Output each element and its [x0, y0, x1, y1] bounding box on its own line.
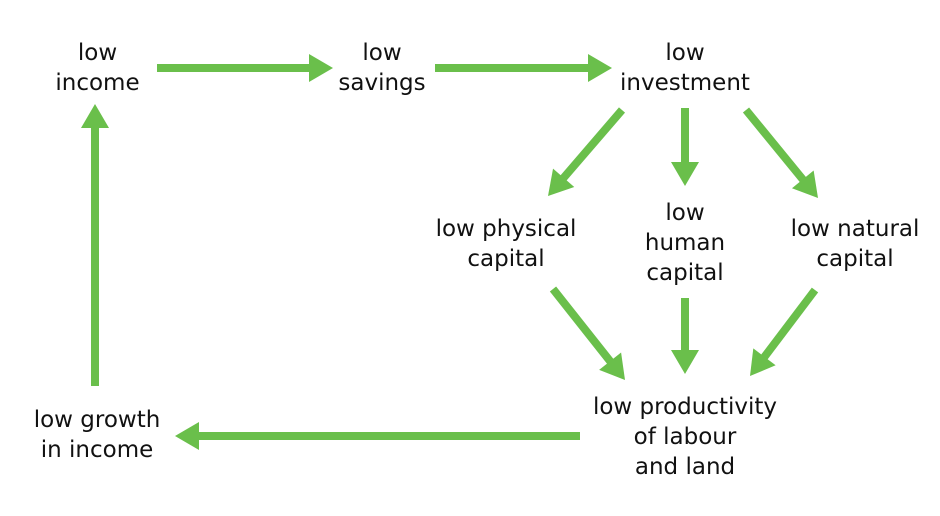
node-low-growth: low growth in income [22, 405, 172, 465]
node-low-human-capital-line-1: low [665, 200, 705, 226]
arrow-head [791, 170, 818, 198]
node-low-physical-capital-line-2: capital [467, 246, 545, 272]
arrow-shaft [760, 287, 819, 361]
node-low-savings: low savings [322, 38, 442, 98]
arrow-head [671, 350, 699, 374]
node-low-physical-capital: low physical capital [421, 214, 591, 274]
arrow-low-investment-to-low-natural-capital [742, 107, 818, 198]
node-low-natural-capital-line-1: low natural [790, 216, 920, 242]
arrow-shaft [559, 107, 626, 182]
arrow-head [548, 168, 575, 196]
arrow-head [588, 54, 612, 82]
node-low-human-capital-line-2: human [644, 230, 726, 256]
node-low-investment-line-2: investment [620, 70, 750, 96]
node-low-physical-capital-line-1: low physical [435, 216, 577, 242]
node-low-human-capital-line-3: capital [646, 260, 724, 286]
node-low-savings-line-1: low [362, 40, 402, 66]
arrow-low-physical-capital-to-low-productivity [549, 286, 625, 380]
arrow-low-investment-to-low-physical-capital [548, 107, 626, 196]
node-low-natural-capital: low natural capital [772, 214, 938, 274]
arrow-head [309, 54, 333, 82]
arrow-head [750, 348, 776, 376]
arrow-low-natural-capital-to-low-productivity [750, 287, 819, 376]
arrow-head [175, 422, 199, 450]
node-low-investment: low investment [605, 38, 765, 98]
node-low-productivity-line-1: low productivity [592, 394, 778, 420]
arrow-low-investment-to-low-human-capital [671, 108, 699, 186]
node-low-productivity: low productivity of labour and land [575, 392, 795, 482]
arrow-head [671, 162, 699, 186]
arrow-low-income-to-low-savings [157, 54, 333, 82]
node-low-income: low income [40, 38, 155, 98]
arrow-low-savings-to-low-investment [435, 54, 612, 82]
node-low-human-capital: low human capital [630, 198, 740, 288]
node-low-growth-line-2: in income [40, 437, 154, 463]
node-low-income-line-2: income [55, 70, 140, 96]
arrow-low-growth-to-low-income [81, 104, 109, 386]
arrow-low-human-capital-to-low-productivity [671, 298, 699, 374]
node-low-savings-line-2: savings [338, 70, 426, 96]
node-low-natural-capital-line-2: capital [816, 246, 894, 272]
arrow-head [81, 104, 109, 128]
arrow-low-productivity-to-low-growth [175, 422, 580, 450]
node-low-productivity-line-2: of labour [633, 424, 737, 450]
node-low-income-line-1: low [77, 40, 118, 66]
arrow-shaft [742, 107, 808, 184]
arrow-head [599, 352, 625, 380]
arrow-shaft [549, 286, 615, 366]
node-low-productivity-line-3: and land [634, 454, 736, 480]
node-low-growth-line-1: low growth [33, 407, 161, 433]
node-low-investment-line-1: low [665, 40, 705, 66]
